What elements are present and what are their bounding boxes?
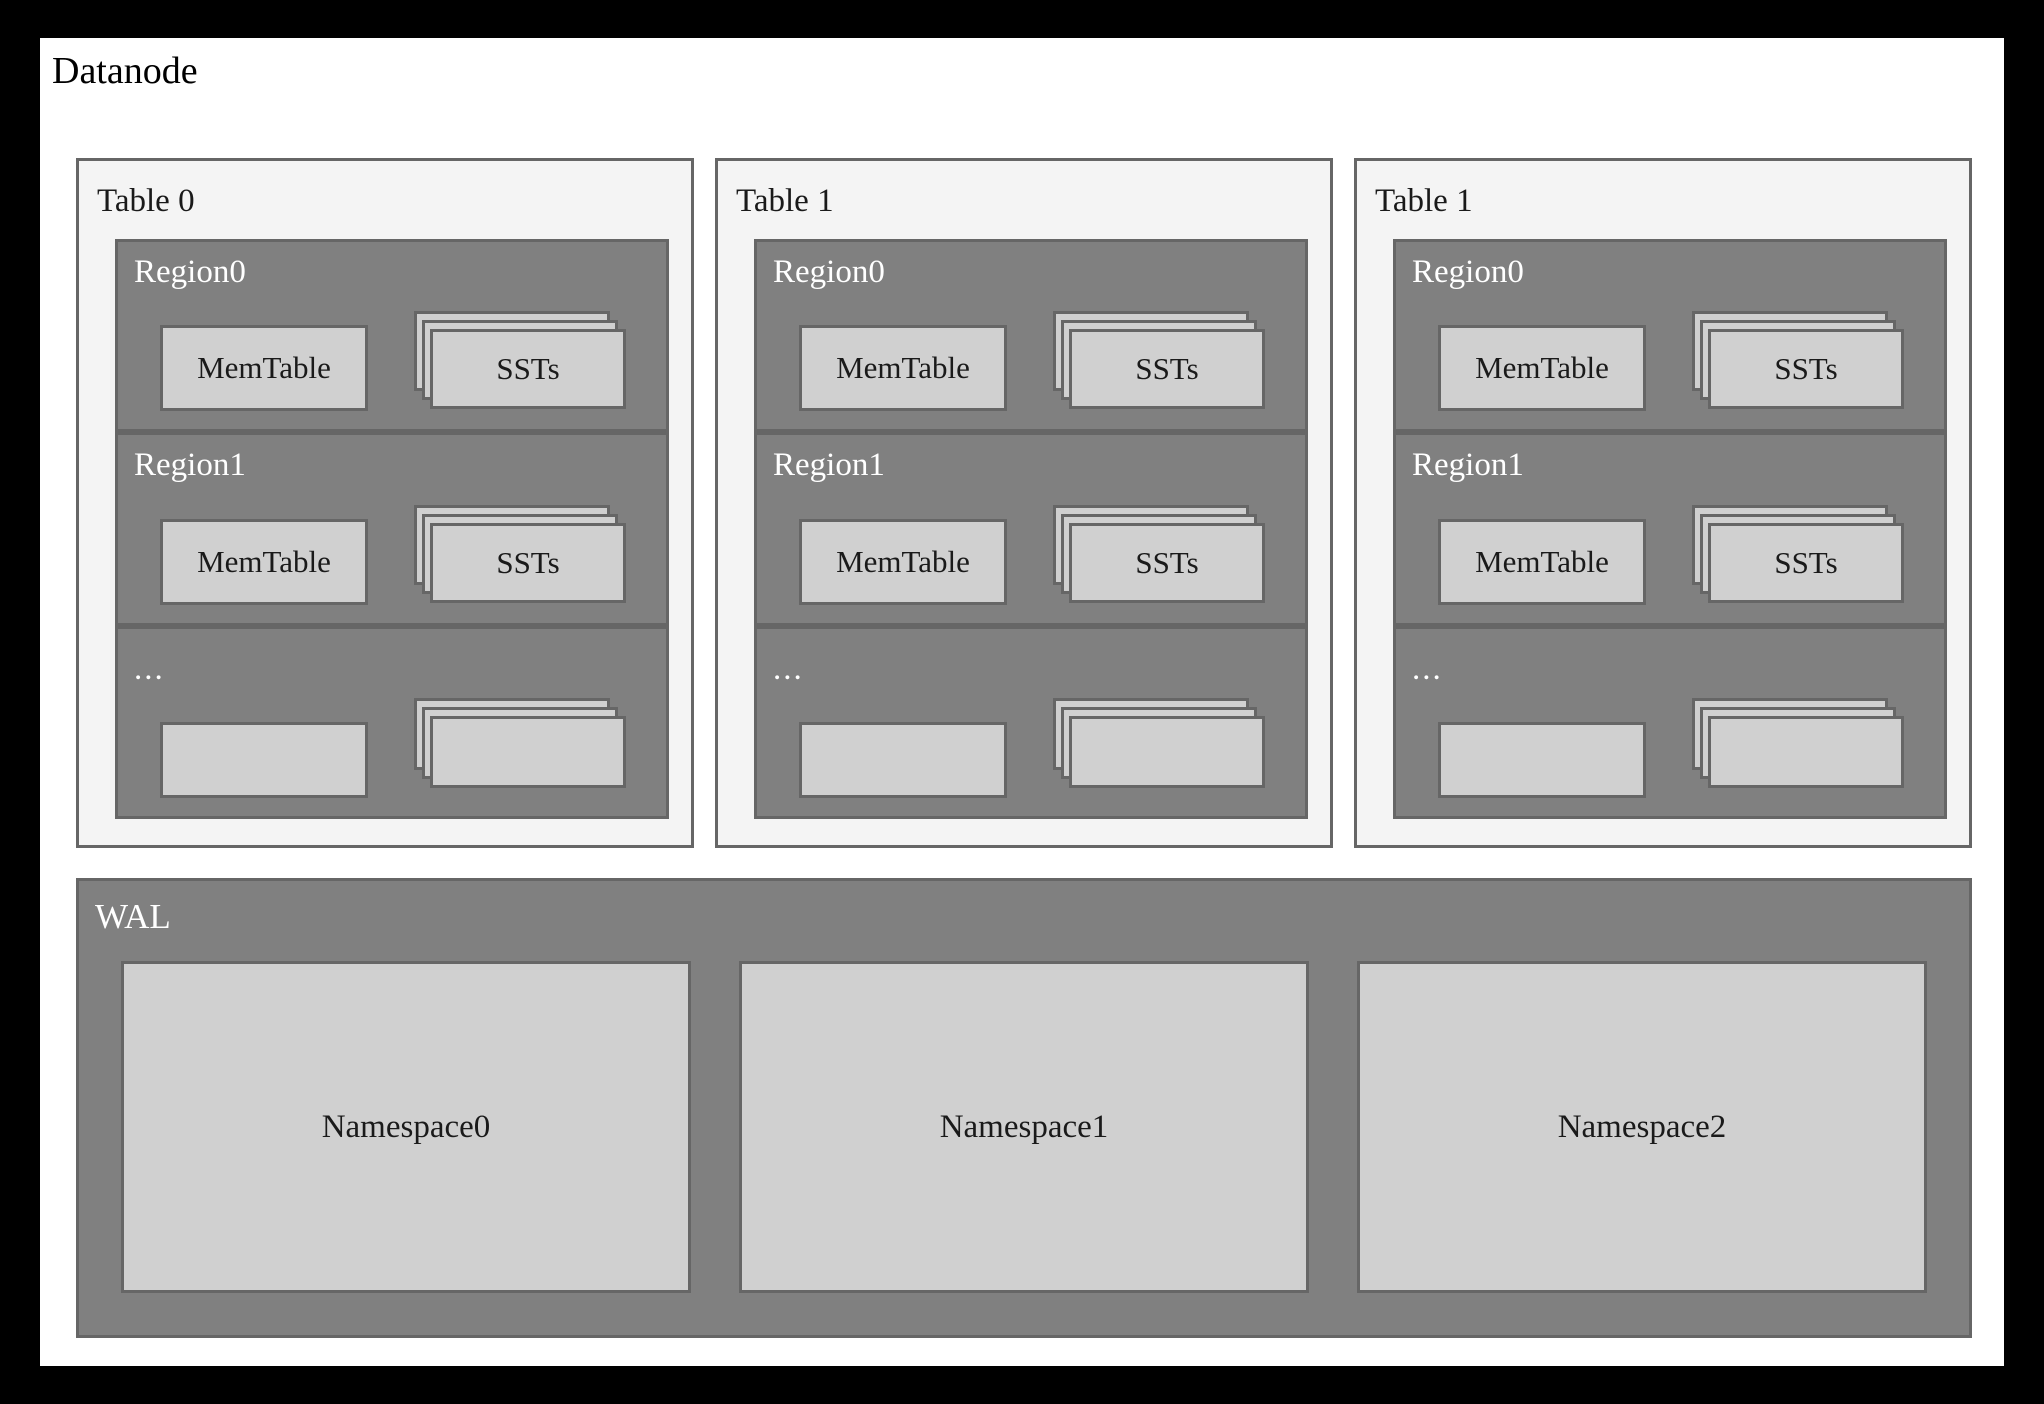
wal-namespaces-row: Namespace0 Namespace1 Namespace2: [121, 961, 1927, 1293]
memtable-box-blank[interactable]: [799, 721, 1007, 798]
region-contents: [799, 697, 1283, 798]
region-label: Region0: [1412, 254, 1524, 290]
region-contents: [1438, 697, 1922, 798]
sst-card-front[interactable]: SSTs: [1708, 329, 1904, 410]
sst-stack-blank[interactable]: [1692, 697, 1904, 798]
memtable-box-blank[interactable]: [1438, 721, 1646, 798]
region-contents: MemTable SSTs: [799, 504, 1283, 605]
region-ellipsis-label: ...: [773, 650, 804, 687]
region-box-0[interactable]: Region0 MemTable SSTs: [754, 239, 1308, 433]
sst-stack[interactable]: SSTs: [414, 504, 626, 605]
namespace-box-0[interactable]: Namespace0: [121, 961, 691, 1293]
table-panel-1[interactable]: Table 1 Region0 MemTable SSTs Region1: [715, 158, 1333, 848]
namespace-box-1[interactable]: Namespace1: [739, 961, 1309, 1293]
region-box-0[interactable]: Region0 MemTable SSTs: [1393, 239, 1947, 433]
table-label: Table 1: [1375, 183, 1473, 219]
table-label: Table 0: [97, 183, 195, 219]
region-box-1[interactable]: Region1 MemTable SSTs: [754, 432, 1308, 626]
namespace-box-2[interactable]: Namespace2: [1357, 961, 1927, 1293]
table-panel-2[interactable]: Table 1 Region0 MemTable SSTs Region1: [1354, 158, 1972, 848]
region-label: Region1: [134, 447, 246, 484]
sst-stack-blank[interactable]: [414, 697, 626, 798]
region-box-1[interactable]: Region1 MemTable SSTs: [1393, 432, 1947, 626]
sst-stack-blank[interactable]: [1053, 697, 1265, 798]
region-box-more[interactable]: ...: [754, 625, 1308, 819]
table-label: Table 1: [736, 183, 834, 219]
regions-stack: Region0 MemTable SSTs Region1 MemTable: [754, 239, 1308, 819]
region-label: Region0: [773, 254, 885, 290]
memtable-box[interactable]: MemTable: [160, 518, 368, 605]
sst-stack[interactable]: SSTs: [1692, 504, 1904, 605]
region-box-0[interactable]: Region0 MemTable SSTs: [115, 239, 669, 433]
sst-card-front[interactable]: SSTs: [430, 522, 626, 603]
region-box-more[interactable]: ...: [1393, 625, 1947, 819]
wal-panel[interactable]: WAL Namespace0 Namespace1 Namespace2: [76, 878, 1972, 1338]
sst-card-front[interactable]: SSTs: [1708, 522, 1904, 603]
region-ellipsis-label: ...: [1412, 650, 1443, 687]
region-contents: MemTable SSTs: [1438, 311, 1922, 412]
memtable-box[interactable]: MemTable: [1438, 325, 1646, 412]
memtable-box-blank[interactable]: [160, 721, 368, 798]
wal-label: WAL: [95, 897, 171, 936]
region-label: Region0: [134, 254, 246, 290]
region-box-more[interactable]: ...: [115, 625, 669, 819]
region-contents: MemTable SSTs: [160, 311, 644, 412]
page-title: Datanode: [52, 50, 198, 92]
memtable-box[interactable]: MemTable: [799, 518, 1007, 605]
tables-row: Table 0 Region0 MemTable SSTs Region1: [76, 158, 1972, 848]
region-contents: MemTable SSTs: [1438, 504, 1922, 605]
regions-stack: Region0 MemTable SSTs Region1 MemTable: [115, 239, 669, 819]
sst-card-front[interactable]: [1069, 715, 1265, 788]
region-label: Region1: [773, 447, 885, 484]
region-label: Region1: [1412, 447, 1524, 484]
region-contents: [160, 697, 644, 798]
sst-stack[interactable]: SSTs: [414, 311, 626, 411]
region-contents: MemTable SSTs: [799, 311, 1283, 412]
region-ellipsis-label: ...: [134, 650, 165, 687]
region-box-1[interactable]: Region1 MemTable SSTs: [115, 432, 669, 626]
sst-card-front[interactable]: SSTs: [430, 329, 626, 410]
datanode-container: Datanode Table 0 Region0 MemTable SSTs: [40, 38, 2004, 1366]
memtable-box[interactable]: MemTable: [799, 325, 1007, 412]
sst-card-front[interactable]: SSTs: [1069, 329, 1265, 410]
memtable-box[interactable]: MemTable: [160, 325, 368, 412]
regions-stack: Region0 MemTable SSTs Region1 MemTable: [1393, 239, 1947, 819]
sst-stack[interactable]: SSTs: [1053, 504, 1265, 605]
sst-card-front[interactable]: [1708, 715, 1904, 788]
sst-stack[interactable]: SSTs: [1692, 311, 1904, 411]
memtable-box[interactable]: MemTable: [1438, 518, 1646, 605]
region-contents: MemTable SSTs: [160, 504, 644, 605]
sst-stack[interactable]: SSTs: [1053, 311, 1265, 411]
sst-card-front[interactable]: [430, 715, 626, 788]
table-panel-0[interactable]: Table 0 Region0 MemTable SSTs Region1: [76, 158, 694, 848]
sst-card-front[interactable]: SSTs: [1069, 522, 1265, 603]
